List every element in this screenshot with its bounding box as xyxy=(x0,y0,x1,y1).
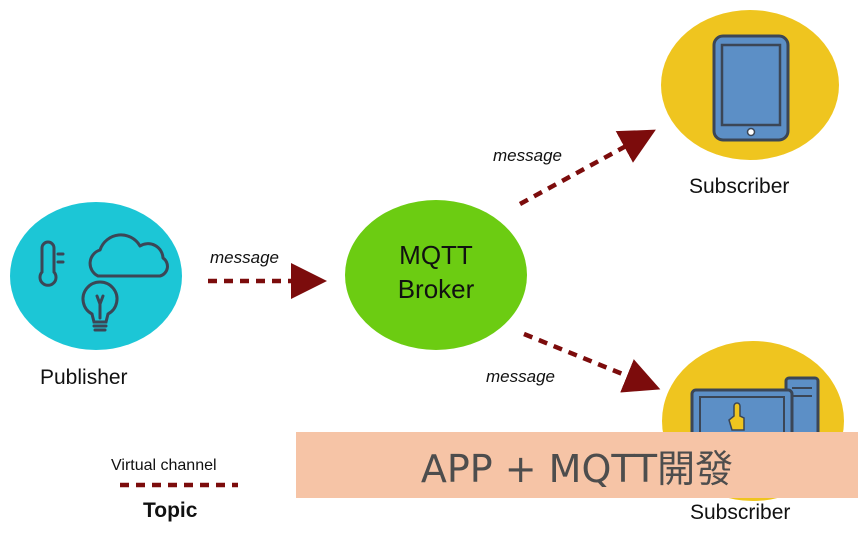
subscriber-label-1: Subscriber xyxy=(689,175,790,198)
message-label-3: message xyxy=(486,367,555,386)
lightbulb-icon xyxy=(81,280,119,332)
legend-topic-label: Topic xyxy=(143,499,198,522)
broker-label-line1: MQTT xyxy=(399,240,473,270)
title-banner: APP + MQTT開發 xyxy=(296,432,858,498)
broker-label-line2: Broker xyxy=(397,274,475,304)
arrow-broker-to-subscriber-2 xyxy=(523,331,661,393)
thermometer-icon xyxy=(38,240,65,287)
broker-label: MQTT Broker xyxy=(345,238,527,306)
subscriber-label-2: Subscriber xyxy=(690,501,791,524)
message-label-1: message xyxy=(210,248,279,267)
tablet-icon xyxy=(712,34,790,142)
arrow-broker-to-subscriber-1 xyxy=(518,129,656,206)
publisher-label: Publisher xyxy=(40,366,128,389)
message-label-2: message xyxy=(493,146,562,165)
banner-text: APP + MQTT開發 xyxy=(420,446,734,491)
broker-node xyxy=(345,200,527,350)
cloud-icon xyxy=(88,233,169,278)
legend-channel-label: Virtual channel xyxy=(111,457,217,474)
